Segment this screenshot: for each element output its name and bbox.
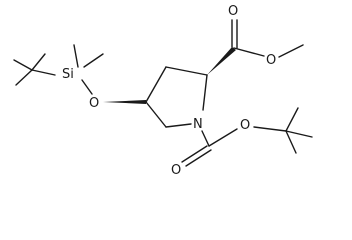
atom-n-label: N	[193, 117, 203, 132]
pyrrolidine-ring	[145, 66, 208, 128]
bond-boc-o-tbu	[253, 126, 287, 132]
bond-boc-tbu-methyl-1	[285, 107, 299, 132]
atom-o-ester-carbonyl-label: O	[228, 4, 238, 19]
atom-o-boc-carbonyl-label: O	[171, 163, 181, 178]
bond-n-boc-carbon	[201, 130, 210, 147]
bond-c3-c2	[165, 66, 208, 76]
bond-ester-c-o-single	[233, 47, 265, 57]
atom-o-ester-single-label: O	[266, 53, 276, 68]
bond-tbu-methyl-1	[13, 59, 33, 71]
bond-o-c4-wedge	[103, 100, 146, 104]
bond-tbu-methyl-3	[31, 53, 46, 71]
tbutyl-silyl-group	[13, 44, 104, 95]
bond-boc-c-o-single	[208, 128, 238, 147]
bond-n-c5	[165, 123, 192, 128]
bond-c4-c3	[145, 66, 167, 103]
bond-boc-c-o-double-2	[185, 149, 212, 167]
bond-ester-o-methyl	[278, 44, 304, 58]
bond-si-methyl-up	[73, 44, 79, 68]
bond-si-methyl-right	[83, 53, 104, 68]
bond-si-to-o	[81, 79, 93, 95]
bond-c5-c4	[145, 101, 167, 128]
bond-tbu-to-si	[31, 69, 56, 76]
atom-o-ether-label: O	[89, 96, 99, 111]
bond-boc-tbu-methyl-3	[285, 130, 297, 154]
bond-c2-ester-wedge	[207, 47, 236, 75]
structure-diagram: Si O N O O O O	[13, 4, 313, 178]
bond-boc-tbu-methyl-2	[285, 130, 313, 138]
atom-o-boc-single-label: O	[240, 118, 250, 133]
bond-tbu-methyl-2	[15, 69, 33, 86]
atom-si-label: Si	[62, 67, 74, 82]
bond-boc-c-o-double-1	[181, 145, 208, 163]
bond-c2-n	[202, 74, 208, 111]
